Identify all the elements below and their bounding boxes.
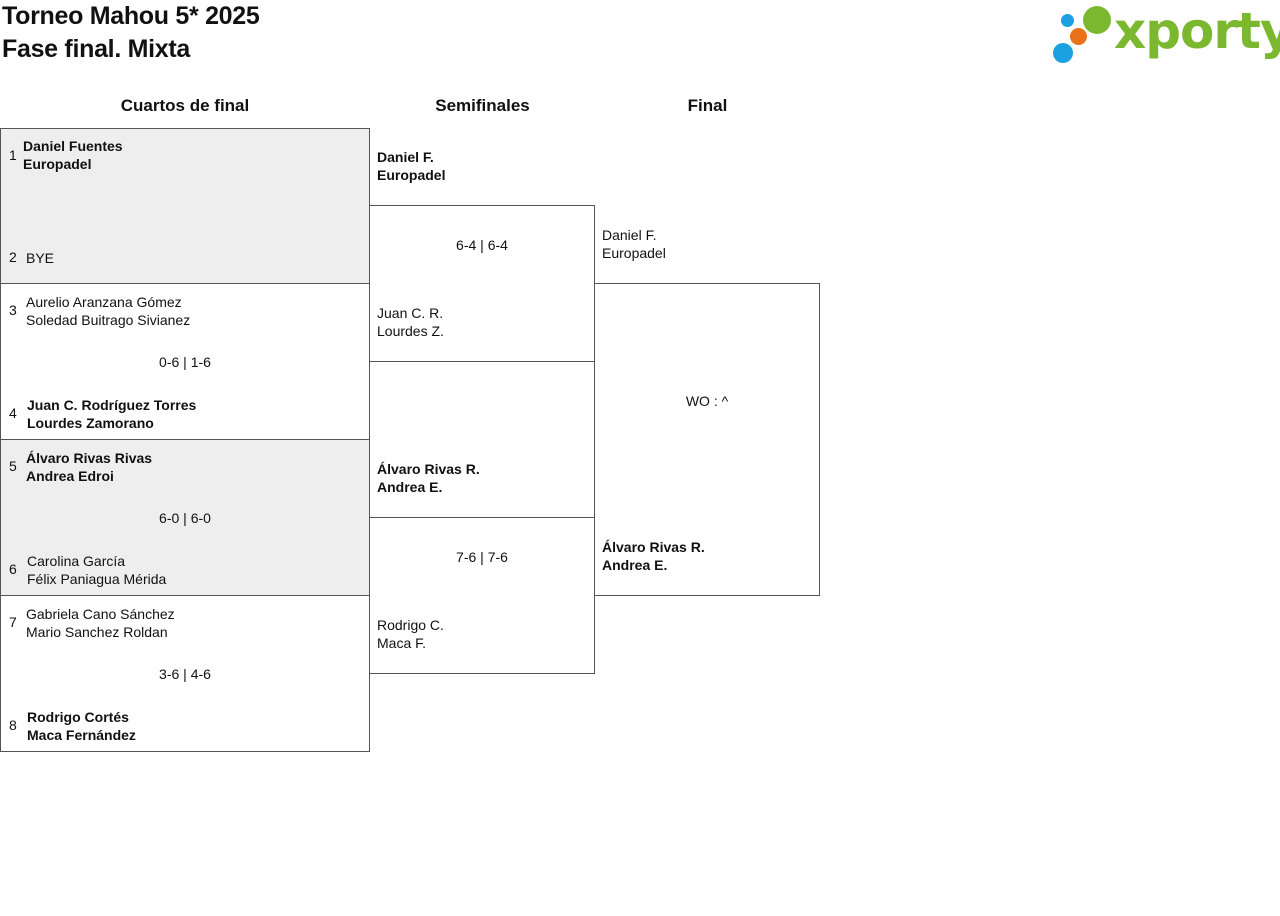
player-name: Rodrigo Cortés: [27, 709, 129, 725]
seed-number: 6: [9, 561, 17, 577]
seed-number: 4: [9, 405, 17, 421]
player-name: Andrea Edroi: [26, 468, 114, 484]
player-name: Europadel: [602, 245, 666, 261]
player-name: Lourdes Z.: [377, 323, 444, 339]
player-name: Daniel Fuentes: [23, 138, 123, 154]
team-entry[interactable]: Rodrigo C. Maca F.: [377, 616, 444, 652]
tournament-title: Torneo Mahou 5* 2025: [2, 2, 260, 30]
seed-number: 8: [9, 717, 17, 733]
player-name: Carolina García: [27, 553, 126, 569]
match-score: 3-6 | 4-6: [159, 666, 211, 682]
player-name: Juan C. R.: [377, 305, 444, 321]
player-name: Rodrigo C.: [377, 617, 444, 633]
semifinal-match-2[interactable]: 7-6 | 7-6 Rodrigo C. Maca F.: [369, 517, 595, 674]
player-name: Soledad Buitrago Sivianez: [26, 312, 191, 328]
team-entry[interactable]: Aurelio Aranzana Gómez Soledad Buitrago …: [26, 293, 190, 329]
player-name: Félix Paniagua Mérida: [27, 571, 167, 587]
xporty-logo: xporty: [1050, 2, 1280, 68]
logo-dot-blue-small: [1061, 14, 1074, 27]
player-name: Álvaro Rivas R.: [377, 461, 480, 477]
quarterfinal-match-3[interactable]: 5 Álvaro Rivas Rivas Andrea Edroi 6-0 | …: [0, 439, 370, 596]
bye-label: BYE: [26, 250, 55, 266]
player-name: Álvaro Rivas R.: [602, 539, 705, 555]
seed-number: 7: [9, 614, 17, 630]
team-entry[interactable]: Daniel F. Europadel: [602, 226, 666, 262]
semifinal-match-1[interactable]: 6-4 | 6-4 Juan C. R. Lourdes Z.: [369, 205, 595, 362]
player-name: Andrea E.: [602, 557, 668, 573]
match-score: 6-0 | 6-0: [159, 510, 211, 526]
round-header-final: Final: [687, 96, 728, 115]
seed-number: 1: [9, 147, 17, 163]
seed-number: 2: [9, 249, 17, 265]
player-name: Gabriela Cano Sánchez: [26, 606, 175, 622]
player-name: Juan C. Rodríguez Torres: [27, 397, 197, 413]
phase-title: Fase final. Mixta: [2, 35, 191, 63]
team-entry[interactable]: Carolina García Félix Paniagua Mérida: [27, 552, 166, 588]
final-match[interactable]: WO : ^ Álvaro Rivas R. Andrea E.: [594, 283, 820, 596]
match-score: 0-6 | 1-6: [159, 354, 211, 370]
player-name: Europadel: [377, 167, 446, 183]
team-entry[interactable]: Daniel F. Europadel: [377, 148, 445, 184]
team-entry[interactable]: Daniel Fuentes Europadel: [23, 137, 123, 173]
player-name: Maca Fernández: [27, 727, 136, 743]
round-header-semifinals: Semifinales: [435, 96, 530, 115]
seed-number: 3: [9, 302, 17, 318]
team-entry[interactable]: Juan C. R. Lourdes Z.: [377, 304, 444, 340]
match-score: 6-4 | 6-4: [456, 237, 508, 253]
match-score: 7-6 | 7-6: [456, 549, 508, 565]
logo-dot-blue-large: [1053, 43, 1073, 63]
team-entry[interactable]: Gabriela Cano Sánchez Mario Sanchez Rold…: [26, 605, 175, 641]
player-name: Andrea E.: [377, 479, 443, 495]
team-entry[interactable]: Rodrigo Cortés Maca Fernández: [27, 708, 136, 744]
round-header-quarterfinals: Cuartos de final: [120, 96, 250, 115]
team-entry: BYE: [26, 249, 54, 267]
logo-dot-orange: [1070, 28, 1087, 45]
logo-text: xporty: [1114, 2, 1280, 60]
quarterfinal-match-2[interactable]: 3 Aurelio Aranzana Gómez Soledad Buitrag…: [0, 283, 370, 440]
player-name: Mario Sanchez Roldan: [26, 624, 168, 640]
logo-dot-green: [1083, 6, 1111, 34]
team-entry[interactable]: Álvaro Rivas Rivas Andrea Edroi: [26, 449, 152, 485]
team-entry[interactable]: Juan C. Rodríguez Torres Lourdes Zamoran…: [27, 396, 196, 432]
player-name: Maca F.: [377, 635, 427, 651]
quarterfinal-match-1[interactable]: 1 Daniel Fuentes Europadel 2 BYE: [0, 128, 370, 284]
player-name: Daniel F.: [377, 149, 434, 165]
player-name: Álvaro Rivas Rivas: [26, 450, 153, 466]
player-name: Aurelio Aranzana Gómez: [26, 294, 182, 310]
seed-number: 5: [9, 458, 17, 474]
team-entry[interactable]: Álvaro Rivas R. Andrea E.: [602, 538, 705, 574]
quarterfinal-match-4[interactable]: 7 Gabriela Cano Sánchez Mario Sanchez Ro…: [0, 595, 370, 752]
player-name: Daniel F.: [602, 227, 657, 243]
player-name: Lourdes Zamorano: [27, 415, 154, 431]
team-entry[interactable]: Álvaro Rivas R. Andrea E.: [377, 460, 480, 496]
player-name: Europadel: [23, 156, 92, 172]
match-score: WO : ^: [685, 393, 729, 409]
